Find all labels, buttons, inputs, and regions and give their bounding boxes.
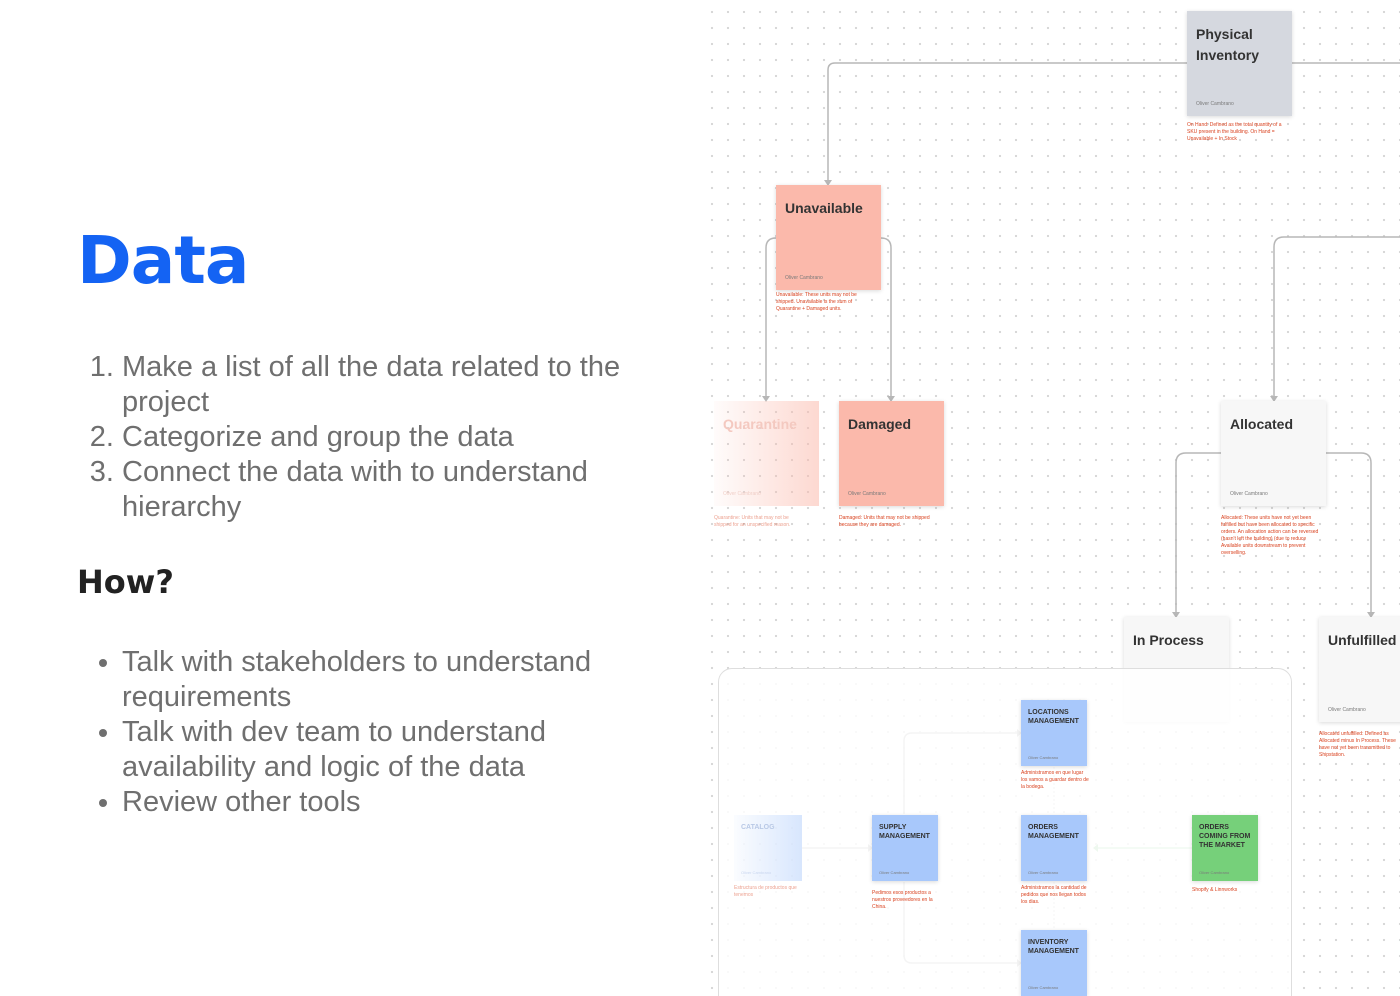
node-note: Allocated: These units have not yet been…: [1221, 515, 1319, 556]
connector: [880, 237, 892, 400]
arrow-head: [887, 396, 895, 402]
node-note: Pedimos esos productos a nuestros provee…: [872, 890, 933, 910]
node-author: Oliver Cambrano: [741, 870, 772, 875]
node-author: Oliver Cambrano: [879, 870, 910, 875]
node-title: SUPPLY MANAGEMENT: [879, 824, 930, 840]
node-author: Oliver Cambrano: [1328, 707, 1366, 713]
how-item: Talk with stakeholders to understand req…: [122, 645, 682, 715]
node-author: Oliver Cambrano: [1230, 491, 1268, 497]
node-title: Allocated: [1230, 416, 1294, 432]
node-author: Oliver Cambrano: [723, 491, 761, 497]
step-item: Connect the data with to understand hier…: [122, 455, 662, 525]
node-quarantine[interactable]: Quarantine Oliver Cambrano: [714, 401, 819, 506]
node-title: Quarantine: [723, 416, 797, 432]
node-title: Physical Inventory: [1196, 26, 1260, 63]
node-author: Oliver Cambrano: [1199, 870, 1230, 875]
flow-node-orders-market[interactable]: ORDERS COMING FROM THE MARKET Oliver Cam…: [1192, 815, 1258, 881]
node-unavailable[interactable]: Unavailable Oliver Cambrano: [776, 185, 881, 290]
connector: [827, 62, 1187, 184]
node-title: Unfulfilled: [1328, 632, 1397, 648]
node-unfulfilled[interactable]: Unfulfilled Oliver Cambrano: [1319, 617, 1400, 722]
flow-node-inventory[interactable]: INVENTORY MANAGEMENT Oliver Cambrano: [1021, 930, 1087, 996]
node-title: Unavailable: [785, 200, 863, 216]
slide-title: Data: [77, 222, 249, 299]
node-title: LOCATIONS MANAGEMENT: [1028, 709, 1079, 725]
node-note: Allocated unfulfilled: Defined as Alloca…: [1319, 731, 1396, 758]
arrow-head: [1172, 612, 1180, 618]
node-note: Administramos en que lugar los vamos a g…: [1021, 770, 1089, 790]
connector: [1326, 452, 1372, 616]
flow-node-orders[interactable]: ORDERS MANAGEMENT Oliver Cambrano: [1021, 815, 1087, 881]
how-item: Review other tools: [122, 785, 682, 820]
arrow-head: [1270, 396, 1278, 402]
node-title: Damaged: [848, 416, 912, 432]
node-note: Damaged: Units that may not be shipped b…: [839, 515, 930, 528]
node-title: In Process: [1133, 632, 1204, 648]
diagram-canvas[interactable]: Physical Inventory Oliver Cambrano On Ha…: [700, 0, 1400, 996]
node-note: On Hand: Defined as the total quantity o…: [1187, 122, 1282, 142]
how-heading: How?: [77, 563, 174, 601]
node-author: Oliver Cambrano: [1028, 755, 1059, 760]
arrow-head: [824, 180, 832, 186]
node-allocated[interactable]: Allocated Oliver Cambrano: [1221, 401, 1326, 506]
node-damaged[interactable]: Damaged Oliver Cambrano: [839, 401, 944, 506]
node-author: Oliver Cambrano: [848, 491, 886, 497]
node-title: ORDERS MANAGEMENT: [1028, 824, 1079, 840]
node-note: Unavailable: These units may not be ship…: [776, 292, 857, 312]
node-physical-inventory[interactable]: Physical Inventory Oliver Cambrano: [1187, 11, 1292, 116]
node-note: Quarantine: Units that may not be shippe…: [714, 515, 791, 528]
how-list: Talk with stakeholders to understand req…: [66, 645, 682, 820]
connector: [1175, 452, 1221, 616]
node-author: Oliver Cambrano: [1028, 870, 1059, 875]
flow-node-catalog[interactable]: CATALOG Oliver Cambrano: [734, 815, 802, 881]
node-title: CATALOG: [741, 824, 775, 831]
step-item: Make a list of all the data related to t…: [122, 350, 662, 420]
arrow-head: [1367, 612, 1375, 618]
step-item: Categorize and group the data: [122, 420, 662, 455]
node-author: Oliver Cambrano: [785, 275, 823, 281]
arrow-head: [762, 396, 770, 402]
flow-node-locations[interactable]: LOCATIONS MANAGEMENT Oliver Cambrano: [1021, 700, 1087, 766]
node-author: Oliver Cambrano: [1196, 101, 1234, 107]
connector: [765, 237, 777, 400]
how-item: Talk with dev team to understand availab…: [122, 715, 682, 785]
node-note: Administramos la cantidad de pedidos que…: [1021, 885, 1087, 905]
node-title: INVENTORY MANAGEMENT: [1028, 939, 1079, 955]
node-note: Estructura de productos que tenemos: [734, 885, 797, 898]
node-title: ORDERS COMING FROM THE MARKET: [1199, 824, 1251, 849]
connector: [1273, 236, 1400, 400]
steps-list: Make a list of all the data related to t…: [66, 350, 662, 525]
flow-node-supply[interactable]: SUPPLY MANAGEMENT Oliver Cambrano: [872, 815, 938, 881]
node-note: Shopify & Linnworks: [1192, 887, 1238, 893]
node-author: Oliver Cambrano: [1028, 985, 1059, 990]
